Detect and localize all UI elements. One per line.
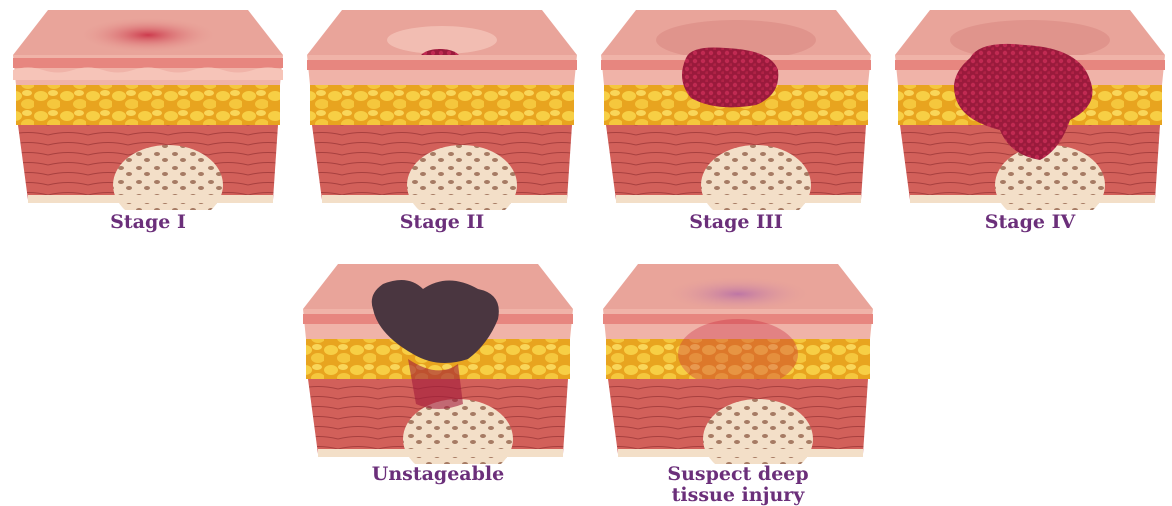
deep-tissue-injury-caption: Suspect deep tissue injury [598,464,878,506]
discoloration-area [663,276,813,312]
stage-2-caption: Stage II [302,212,582,233]
deep-tissue-injury-illustration [598,264,878,464]
unstageable-caption: Unstageable [298,464,578,485]
deep-tissue-injury-caption-line1: Suspect deep [598,464,878,485]
stage-3-illustration [596,10,876,210]
deep-tissue-injury-caption-line2: tissue injury [598,485,878,506]
stage-4-caption: Stage IV [890,212,1170,233]
stage-1-illustration [8,10,288,210]
unstageable-illustration [298,264,578,464]
deep-wound [682,47,778,107]
stage-2-illustration [302,10,582,210]
stage-4-illustration [890,10,1170,210]
stage-1-caption: Stage I [8,212,288,233]
redness-area [78,17,218,53]
stage-3-caption: Stage III [596,212,876,233]
